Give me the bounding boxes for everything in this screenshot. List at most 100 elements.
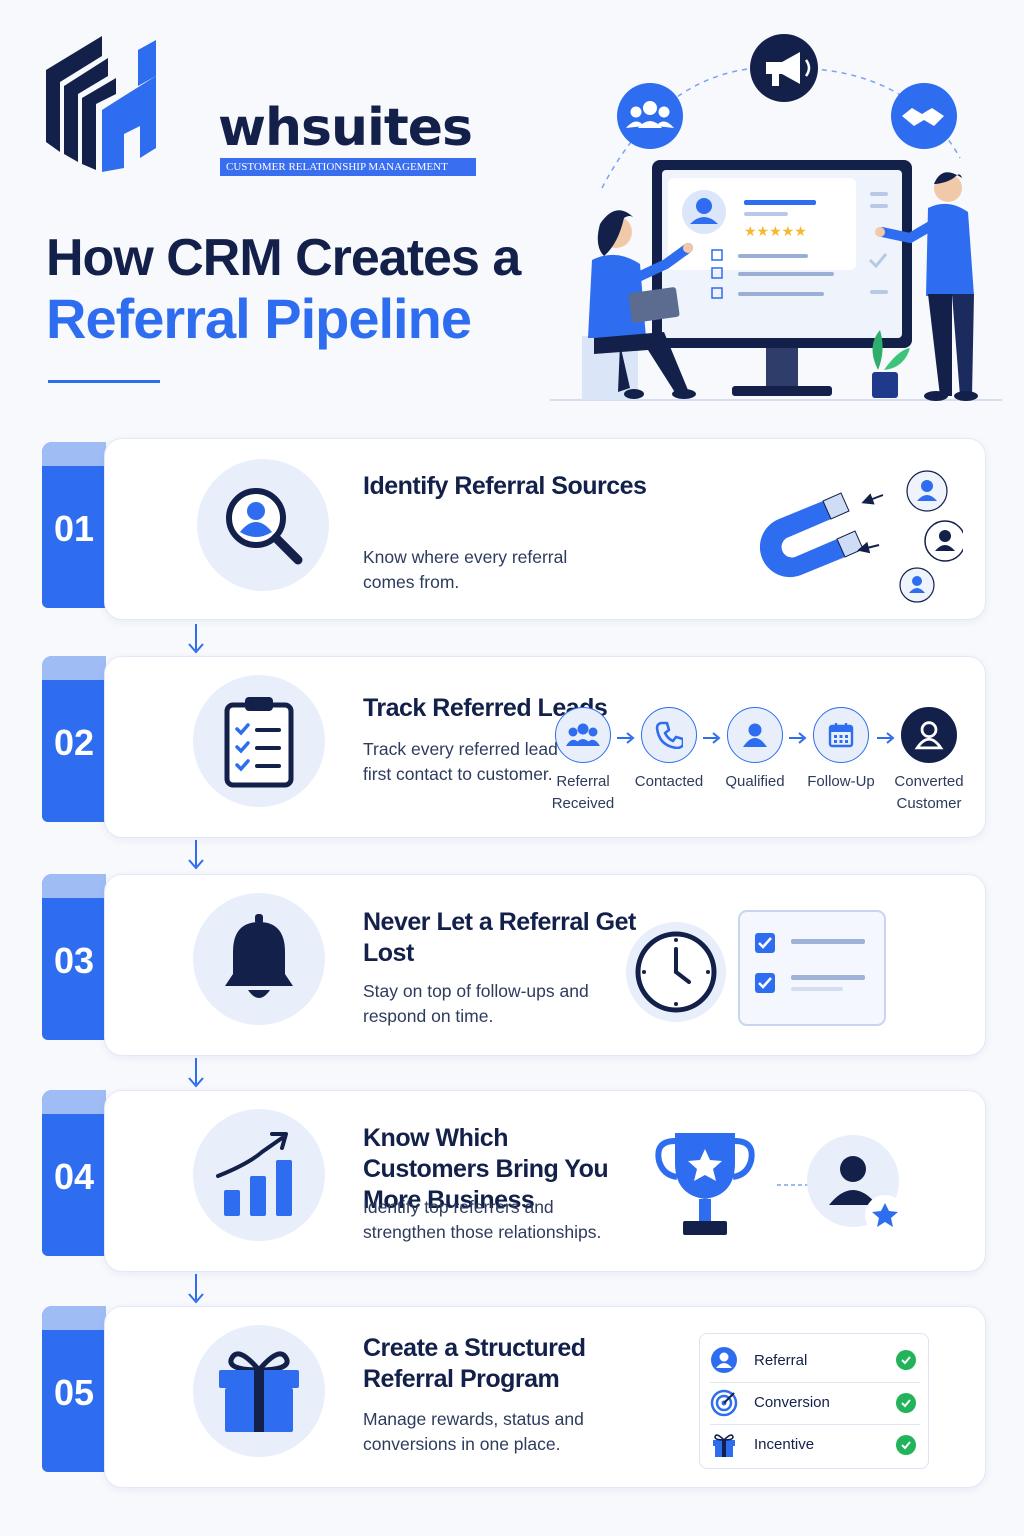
top-referrer-illustration	[655, 1133, 905, 1235]
step-description: Identify top referrers and strengthen th…	[363, 1197, 602, 1242]
step-icon-circle	[197, 459, 329, 591]
step-title: Never Let a Referral Get Lost	[363, 908, 636, 967]
step-description: Stay on top of follow-ups and respond on…	[363, 981, 589, 1026]
pipeline-stage-label: Contacted	[634, 773, 704, 790]
status-row-incentive: Incentive	[710, 1424, 920, 1464]
user-icon	[899, 567, 935, 603]
growth-chart-icon	[216, 1132, 292, 1216]
pipeline-stage-circle	[813, 707, 869, 763]
step-card: Identify Referral Sources Know where eve…	[104, 438, 986, 620]
group-icon	[566, 723, 600, 746]
step-ribbon	[42, 442, 106, 608]
user-icon	[711, 1347, 737, 1373]
status-row-label: Incentive	[754, 1436, 815, 1453]
gift-icon	[219, 1351, 299, 1432]
pipeline-stage-circle	[555, 707, 611, 763]
check-icon	[896, 1434, 916, 1455]
phone-icon	[655, 721, 683, 749]
team-icon	[617, 83, 683, 149]
brand-logo: whsuites CUSTOMER RELATIONSHIP MANAGEMEN…	[42, 30, 476, 176]
step-05: 05 Create a Structured Referral Program …	[40, 1306, 986, 1490]
pipeline-stage-label: Qualified	[725, 773, 785, 790]
trophy-icon	[655, 1133, 755, 1235]
arrow-right-icon	[703, 732, 721, 744]
user-icon	[924, 520, 963, 562]
step-description: Track every referred lead from first con…	[363, 739, 598, 784]
status-row-label: Referral	[754, 1351, 808, 1369]
checkbox-checked-icon	[755, 933, 775, 953]
title-underline	[48, 380, 160, 383]
step-01: 01 Identify Referral Sources Know where …	[40, 438, 986, 622]
step-ribbon	[42, 656, 106, 822]
magnet-icon	[759, 492, 864, 578]
step-number: 04	[53, 1156, 95, 1197]
svg-text:★★★★★: ★★★★★	[744, 224, 807, 240]
step-card: Know Which Customers Bring You More Busi…	[104, 1090, 986, 1272]
status-row-conversion: Conversion	[710, 1382, 920, 1422]
pipeline-stage-qualified: Qualified	[709, 707, 801, 793]
hero-illustration: ★★★★★	[550, 34, 1002, 401]
step-03: 03 Never Let a Referral Get Lost Stay on…	[40, 874, 986, 1058]
bell-icon	[225, 914, 293, 998]
step-number: 02	[53, 722, 95, 763]
step-icon-circle	[193, 893, 325, 1025]
arrow-down-icon	[188, 840, 204, 870]
brand-tagline: CUSTOMER RELATIONSHIP MANAGEMENT	[220, 158, 476, 176]
step-ribbon	[42, 874, 106, 1040]
check-icon	[896, 1392, 916, 1413]
step-04: 04 Know Which Customers Bring You More B…	[40, 1090, 986, 1274]
check-icon	[896, 1350, 916, 1370]
step-icon-circle	[193, 1109, 325, 1241]
step-number: 01	[53, 508, 95, 549]
pipeline-stage-follow-up: Follow-Up	[795, 707, 887, 793]
step-number: 05	[53, 1372, 95, 1413]
pipeline-stage-circle	[641, 707, 697, 763]
pipeline-stage-circle	[901, 707, 957, 763]
step-card: Track Referred Leads Track every referre…	[104, 656, 986, 838]
logo-mark-icon	[46, 36, 156, 172]
gift-icon	[713, 1433, 735, 1457]
star-badge-icon	[865, 1195, 905, 1235]
user-icon	[743, 723, 767, 747]
step-ribbon	[42, 1090, 106, 1256]
step-title: Create a Structured Referral Program	[363, 1334, 586, 1393]
step-icon-circle	[193, 1325, 325, 1457]
arrow-right-icon	[789, 732, 807, 744]
step-02: 02 Track Referred Leads Track every refe…	[40, 656, 986, 840]
calendar-icon	[828, 723, 854, 748]
arrow-right-icon	[617, 732, 635, 744]
target-icon	[710, 1389, 738, 1416]
step-card: Never Let a Referral Get Lost Stay on to…	[104, 874, 986, 1056]
pipeline-stage-label: Follow-Up	[807, 773, 875, 790]
step-ribbon	[42, 1306, 106, 1472]
step-title: Know Which Customers Bring You More Busi…	[363, 1124, 609, 1214]
step-card: Create a Structured Referral Program Man…	[104, 1306, 986, 1488]
status-row-label: Conversion	[754, 1394, 830, 1411]
megaphone-icon	[750, 34, 818, 102]
pipeline-stage-circle	[727, 707, 783, 763]
clock-icon	[626, 922, 726, 1022]
handshake-icon	[891, 83, 957, 149]
step-icon-circle	[193, 675, 325, 807]
step-number: 03	[53, 940, 95, 981]
status-row-referral: Referral	[710, 1340, 920, 1380]
page-title-line2: Referral Pipeline	[46, 287, 472, 350]
step-title: Identify Referral Sources	[363, 472, 647, 500]
arrow-down-icon	[188, 1274, 204, 1304]
step-description: Know where every referral comes from.	[363, 547, 568, 592]
user-icon	[906, 470, 948, 512]
referral-program-status-card: Referral Conversion	[699, 1333, 929, 1469]
checkbox-checked-icon	[755, 973, 775, 993]
arrow-down-icon	[188, 1058, 204, 1088]
arrow-right-icon	[877, 732, 895, 744]
brand-name: whsuites	[218, 98, 473, 158]
step-description: Manage rewards, status and conversions i…	[363, 1409, 584, 1454]
magnet-attract-illustration	[759, 470, 963, 603]
clipboard-checklist-icon	[224, 697, 294, 788]
user-icon	[914, 721, 944, 750]
page-title-line1: How CRM Creates a	[46, 229, 521, 287]
